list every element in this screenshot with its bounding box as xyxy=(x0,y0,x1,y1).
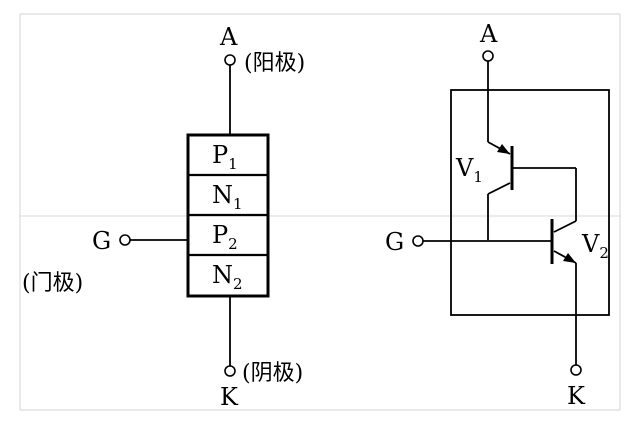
v2-label: V2 xyxy=(581,230,609,262)
gate-terminal-left xyxy=(119,234,131,246)
cathode-name: (阴极) xyxy=(242,361,303,386)
layer-p1: P1 xyxy=(212,141,238,173)
v1-collector xyxy=(487,182,511,195)
anode-terminal-left xyxy=(224,54,236,66)
v2-emitter-arrow xyxy=(563,253,576,263)
anode-name: (阳极) xyxy=(244,51,305,76)
gate-terminal-right xyxy=(412,235,424,247)
v1-label: V1 xyxy=(455,154,483,186)
anode-terminal-right xyxy=(482,50,494,62)
outer-frame xyxy=(19,13,621,411)
layer-n2: N2 xyxy=(212,261,243,293)
v2-collector xyxy=(553,220,577,233)
layer-p2: P2 xyxy=(212,221,238,253)
equivalent-package xyxy=(450,89,610,316)
cathode-terminal-right xyxy=(570,364,582,376)
layer-n1: N1 xyxy=(212,181,243,213)
anode-label-right: A xyxy=(479,20,498,48)
layer-structure: A (阳极) P1 N1 P2 N2 G (门极) (阴极) K xyxy=(22,23,305,411)
cathode-label-right: K xyxy=(567,382,586,410)
gate-name: (门极) xyxy=(22,271,83,296)
anode-label-left: A xyxy=(219,23,238,51)
cathode-label-left: K xyxy=(220,383,239,411)
gate-label-right: G xyxy=(385,228,404,256)
gate-label-left: G xyxy=(92,227,111,255)
v1-emitter-arrow xyxy=(497,144,510,154)
two-transistor-model: A V1 G V2 K xyxy=(385,20,610,410)
cathode-terminal-left xyxy=(224,365,236,377)
